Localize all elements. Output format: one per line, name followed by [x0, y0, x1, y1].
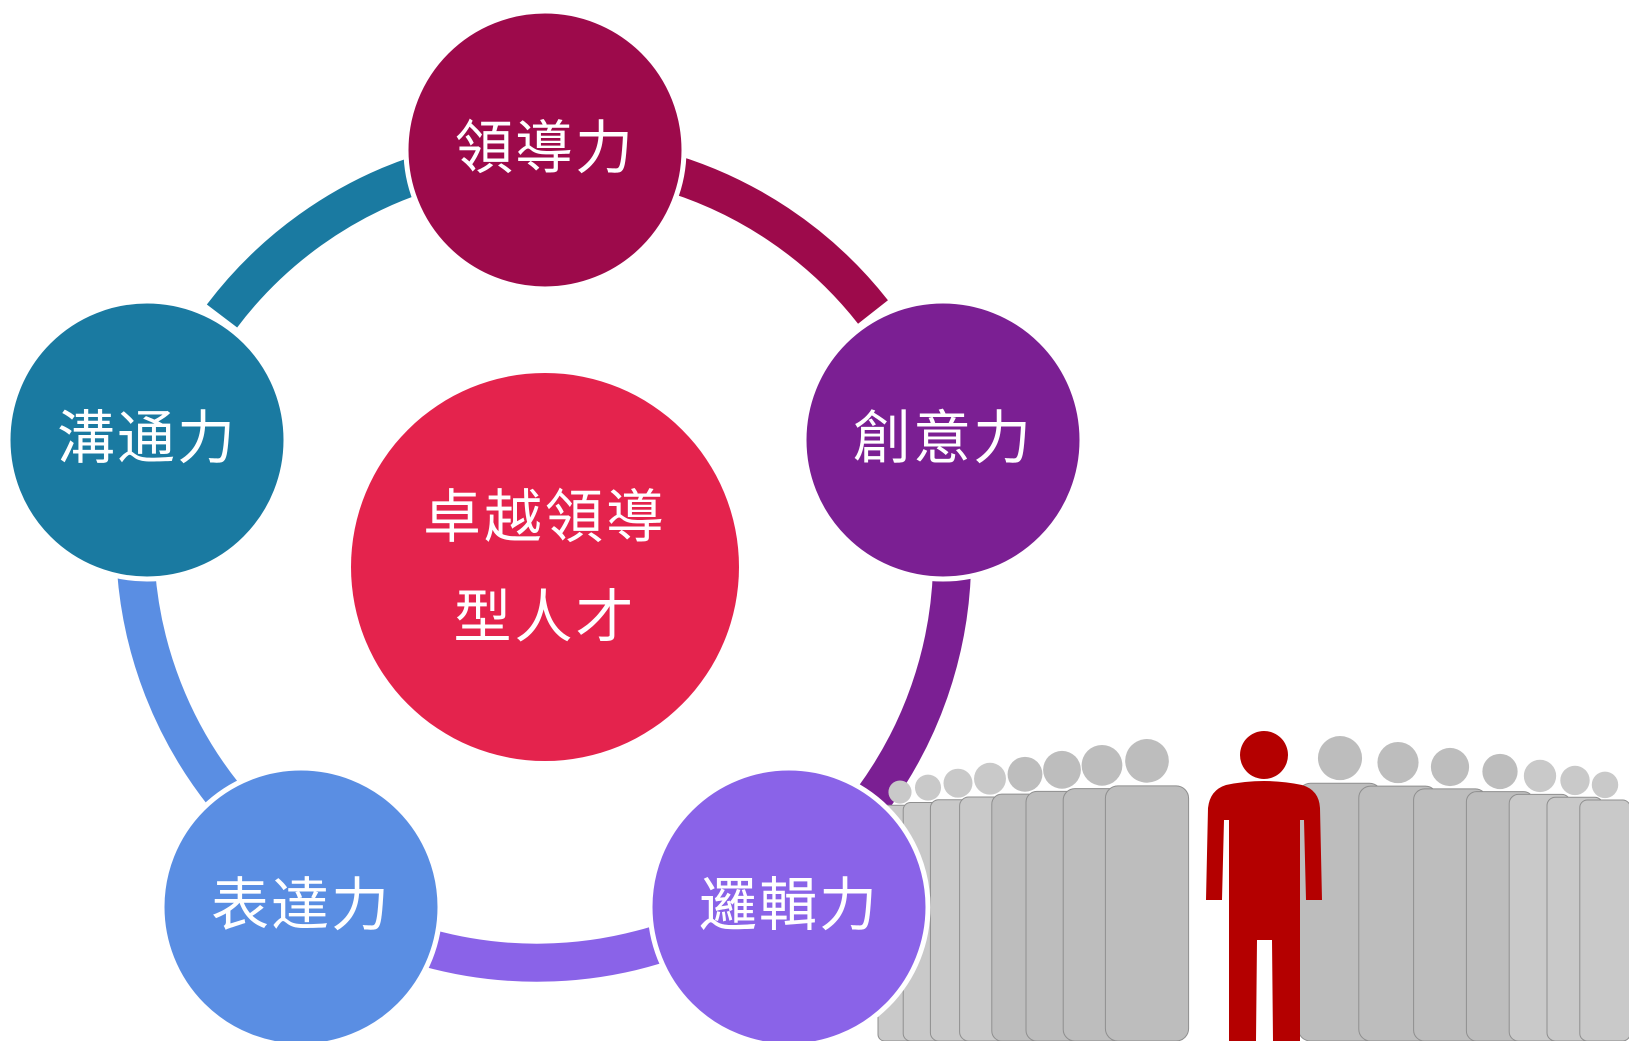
crowd-figure-left-8-head: [1125, 739, 1169, 783]
node-leadership-label: 領導力: [455, 114, 635, 182]
node-communication-label: 溝通力: [57, 404, 237, 472]
crowd-figure-left-8-body: [1104, 785, 1190, 1042]
crowd-figure-left-7-head: [1081, 744, 1123, 786]
node-logic-circle: [647, 765, 931, 1045]
crowd-figure-left-6-head: [1043, 750, 1081, 789]
crowd-figure-left-3-head: [943, 768, 973, 798]
crowd-figure-right-7: [1579, 771, 1629, 1042]
center-title-line2: 型人才: [453, 583, 636, 651]
node-communication-circle: [5, 298, 289, 582]
node-expression: 表達力: [159, 765, 443, 1045]
node-logic: 邏輯力: [647, 765, 931, 1045]
crowd-figure-right-7-head: [1591, 771, 1619, 799]
node-creativity-label: 創意力: [853, 404, 1033, 472]
arc-expression-to-communication: [117, 568, 239, 807]
center-title-line1: 卓越領導: [423, 483, 667, 551]
arc-leadership-to-creativity: [654, 151, 888, 324]
arc-creativity-to-logic: [856, 569, 971, 812]
center-node: 卓越領導 型人才: [351, 373, 739, 761]
leader-body: [1206, 781, 1322, 1041]
crowd-figure-right-1-head: [1317, 736, 1363, 781]
crowd-figure-right-5-head: [1523, 759, 1557, 793]
crowd-figure-right-4-head: [1482, 753, 1518, 790]
node-creativity: 創意力: [801, 298, 1085, 582]
arc-logic-to-expression: [422, 926, 662, 982]
crowd-figure-left-1-head: [888, 780, 912, 804]
arc-communication-to-leadership: [206, 155, 427, 328]
leader-head: [1240, 731, 1288, 779]
crowd-figure-left-4-head: [974, 762, 1006, 795]
node-communication: 溝通力: [5, 298, 289, 582]
node-logic-label: 邏輯力: [699, 871, 879, 939]
crowd-figure-right-7-body: [1579, 799, 1629, 1042]
crowd-illustration: [877, 731, 1629, 1042]
center-circle: [351, 373, 739, 761]
crowd-figure-left-5-head: [1007, 756, 1043, 792]
crowd-right-group: [1297, 736, 1629, 1042]
crowd-figure-left-2-head: [914, 774, 942, 801]
crowd-figure-left-8: [1104, 739, 1190, 1042]
leader-figure: [1206, 731, 1322, 1041]
crowd-figure-right-2-head: [1377, 741, 1419, 784]
crowd-figure-right-6-head: [1560, 765, 1590, 796]
node-expression-label: 表達力: [211, 871, 391, 939]
crowd-figure-right-3-head: [1430, 747, 1470, 787]
cycle-ring: [117, 151, 971, 982]
node-expression-circle: [159, 765, 443, 1045]
node-leadership-circle: [403, 8, 687, 292]
node-creativity-circle: [801, 298, 1085, 582]
node-leadership: 領導力: [403, 8, 687, 292]
